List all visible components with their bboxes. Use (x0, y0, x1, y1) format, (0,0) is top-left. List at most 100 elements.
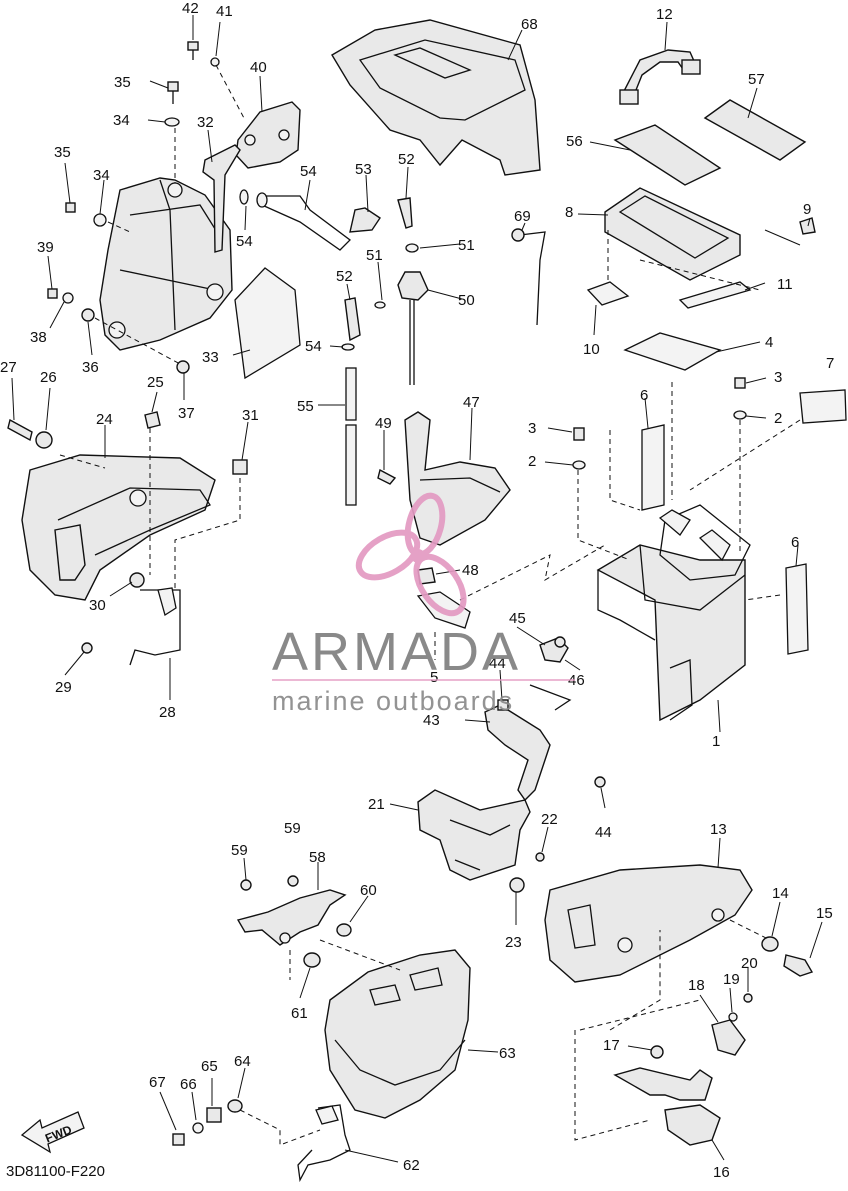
callout-39: 39 (37, 239, 54, 256)
callout-49: 49 (375, 415, 392, 432)
hose-assembly (239, 19, 541, 506)
callout-20: 20 (741, 955, 758, 972)
callout-54: 54 (236, 233, 253, 250)
watermark: ARMADA marine outboards (272, 492, 575, 716)
callout-26: 26 (40, 369, 57, 386)
callout-33: 33 (202, 349, 219, 366)
seat-assembly (172, 875, 471, 1183)
callout-18: 18 (688, 977, 705, 994)
leaders-right-center (544, 377, 801, 733)
callout-28: 28 (159, 704, 176, 721)
leaders-left-bottom (159, 857, 499, 1163)
callout-30: 30 (89, 597, 106, 614)
leaders-center-brackets (389, 626, 606, 925)
callout-6: 6 (640, 387, 648, 404)
battery-area (511, 49, 816, 371)
callout-43: 43 (423, 712, 440, 729)
callout-35: 35 (114, 74, 131, 91)
diagram-code: 3D81100-F220 (6, 1163, 105, 1180)
callout-45: 45 (509, 610, 526, 627)
callout-51: 51 (366, 247, 383, 264)
callout-1: 1 (712, 733, 720, 750)
callout-34: 34 (113, 112, 130, 129)
callout-23: 23 (505, 934, 522, 951)
callout-36: 36 (82, 359, 99, 376)
callout-11: 11 (777, 276, 793, 293)
callout-5: 5 (430, 669, 438, 686)
callout-3: 3 (528, 420, 536, 437)
callout-17: 17 (603, 1037, 620, 1054)
callout-55: 55 (297, 398, 314, 415)
callout-31: 31 (242, 407, 259, 424)
callout-22: 22 (541, 811, 558, 828)
right-side-cover (544, 864, 814, 1146)
callout-60: 60 (360, 882, 377, 899)
fwd-arrow: FWD (20, 1111, 85, 1154)
callout-13: 13 (710, 821, 727, 838)
callout-47: 47 (463, 394, 480, 411)
leaders-top-middle (244, 29, 523, 406)
callout-10: 10 (583, 341, 600, 358)
callout-29: 29 (55, 679, 72, 696)
callout-53: 53 (355, 161, 372, 178)
callout-41: 41 (216, 3, 233, 20)
callout-7: 7 (826, 355, 834, 372)
battery-box (572, 377, 847, 722)
callout-67: 67 (149, 1074, 166, 1091)
callout-25: 25 (147, 374, 164, 391)
callout-15: 15 (816, 905, 833, 922)
callout-3: 3 (774, 369, 782, 386)
callout-46: 46 (568, 672, 585, 689)
callout-48: 48 (462, 562, 479, 579)
callout-14: 14 (772, 885, 789, 902)
leaders-top-left (47, 15, 263, 400)
callout-9: 9 (803, 201, 811, 218)
callout-24: 24 (96, 411, 113, 428)
callout-12: 12 (656, 6, 673, 23)
callout-62: 62 (403, 1157, 420, 1174)
callout-61: 61 (291, 1005, 308, 1022)
callout-38: 38 (30, 329, 47, 346)
left-bracket-assembly (47, 41, 301, 380)
callout-69: 69 (514, 208, 531, 225)
callout-27: 27 (0, 359, 17, 376)
callout-54: 54 (300, 163, 317, 180)
callout-51: 51 (458, 237, 475, 254)
callout-52: 52 (398, 151, 415, 168)
callout-8: 8 (565, 204, 573, 221)
callout-54: 54 (305, 338, 322, 355)
callout-59: 59 (284, 820, 301, 837)
callout-52: 52 (336, 268, 353, 285)
callout-16: 16 (713, 1164, 730, 1181)
callout-40: 40 (250, 59, 267, 76)
leaders-center (383, 407, 606, 660)
propeller-logo-icon (355, 492, 467, 617)
callout-44: 44 (489, 655, 506, 672)
leaders-right-bottom (574, 837, 823, 1161)
center-brackets (417, 636, 606, 893)
callout-64: 64 (234, 1053, 251, 1070)
leaders-left-middle (11, 377, 249, 700)
callout-4: 4 (765, 334, 773, 351)
watermark-tagline: marine outboards (272, 686, 514, 716)
callout-50: 50 (458, 292, 475, 309)
leaders-top-right (521, 21, 811, 353)
left-side-cover (7, 411, 248, 666)
callout-35: 35 (54, 144, 71, 161)
callout-65: 65 (201, 1058, 218, 1075)
callout-68: 68 (521, 16, 538, 33)
callout-6: 6 (791, 534, 799, 551)
callout-32: 32 (197, 114, 214, 131)
callout-58: 58 (309, 849, 326, 866)
callout-42: 42 (182, 0, 199, 17)
callout-44: 44 (595, 824, 612, 841)
watermark-brand: ARMADA (272, 622, 521, 682)
callout-59: 59 (231, 842, 248, 859)
callout-2: 2 (774, 410, 782, 427)
callout-34: 34 (93, 167, 110, 184)
callout-2: 2 (528, 453, 536, 470)
callout-21: 21 (368, 796, 385, 813)
callout-57: 57 (748, 71, 765, 88)
